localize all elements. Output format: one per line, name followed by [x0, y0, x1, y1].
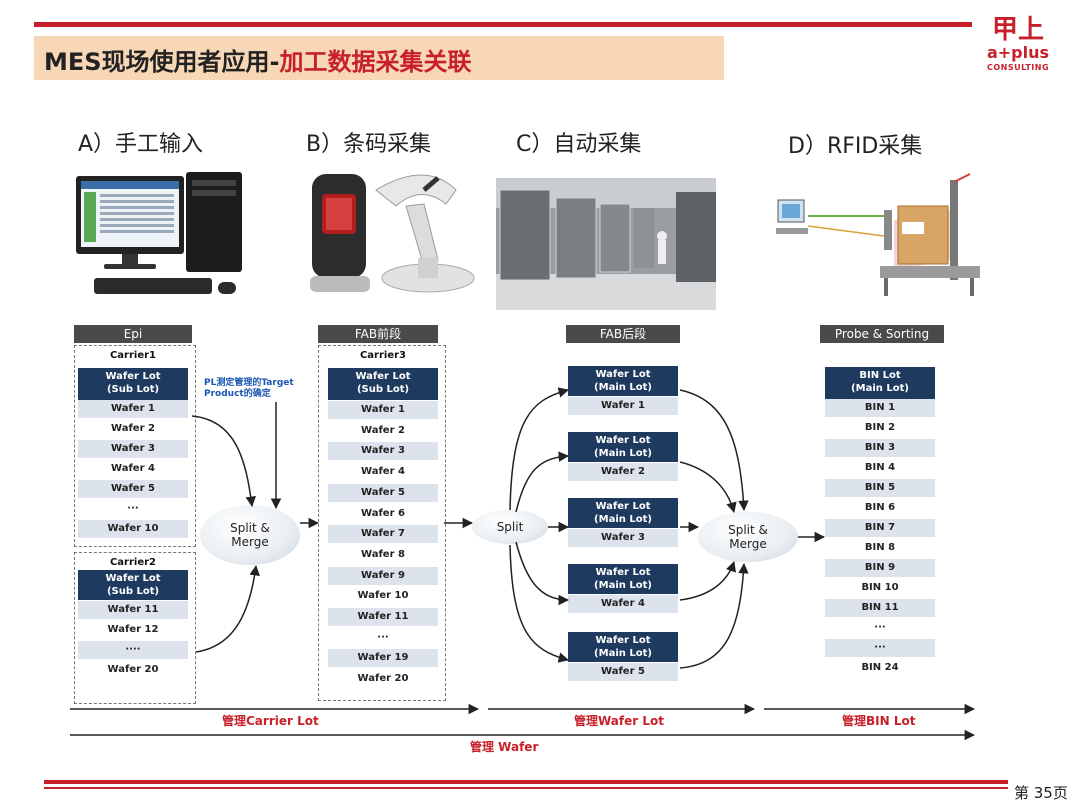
- arrow-carrier1-to-merge: [191, 415, 256, 508]
- main-lot-wafer-row: Wafer 5: [568, 663, 678, 681]
- category-barcode: B）条码采集: [306, 132, 432, 157]
- main-lot-header: Wafer Lot (Main Lot): [568, 632, 678, 662]
- split-merge-node-2: Split & Merge: [698, 512, 798, 562]
- carrier3-label: Carrier3: [359, 350, 407, 361]
- carrier1-wafer-row: Wafer 4: [111, 463, 155, 474]
- manage-bin-lot-label: 管理BIN Lot: [842, 714, 916, 728]
- carrier2-label: Carrier2: [109, 557, 157, 568]
- bin-row: BIN 9: [825, 559, 935, 577]
- manage-wafer-label: 管理 Wafer: [470, 740, 539, 754]
- main-lot-header: Wafer Lot (Main Lot): [568, 564, 678, 594]
- carrier3-wafer-row: Wafer 1: [328, 401, 438, 419]
- arrow-split-to-lot1: [509, 387, 570, 511]
- arrow-carrier2-to-merge: [195, 564, 260, 653]
- bin-row: BIN 5: [825, 479, 935, 497]
- arrow-lot1-to-merge: [679, 389, 749, 512]
- carrier2-lot: Wafer Lot (Sub Lot): [78, 570, 188, 600]
- main-lot-wafer-row: Wafer 1: [568, 397, 678, 415]
- carrier2-wafer-row: Wafer 20: [107, 664, 159, 675]
- carrier1-wafer-row: Wafer 10: [78, 520, 188, 538]
- section-header-fab-back: FAB后段: [566, 325, 680, 343]
- bin-row: BIN 3: [825, 439, 935, 457]
- page-number: 第 35页: [1014, 784, 1068, 802]
- carrier3-wafer-row: ···: [377, 631, 389, 643]
- page-title: MES现场使用者应用-加工数据采集关联: [44, 48, 472, 76]
- bottom-red-line: [44, 780, 1008, 784]
- arrow-lot4-to-merge: [679, 561, 736, 601]
- carrier3-wafer-row: Wafer 6: [361, 507, 405, 519]
- manage-carrier-lot-label: 管理Carrier Lot: [222, 714, 319, 728]
- bin-lot-header: BIN Lot (Main Lot): [825, 367, 935, 399]
- bin-row: ···: [825, 639, 935, 657]
- barcode-scanner-image: [310, 174, 475, 293]
- carrier2-wafer-row: Wafer 11: [78, 601, 188, 619]
- bin-row: BIN 7: [825, 519, 935, 537]
- bin-row: ···: [874, 622, 886, 633]
- carrier1-wafer-row: Wafer 5: [78, 480, 188, 498]
- carrier3-wafer-row: Wafer 19: [328, 649, 438, 668]
- carrier3-wafer-row: Wafer 11: [328, 608, 438, 626]
- bin-row: BIN 6: [864, 502, 896, 513]
- arrow-split-to-lot2: [515, 451, 570, 513]
- bin-row: BIN 10: [861, 582, 899, 593]
- carrier3-wafer-row: Wafer 20: [357, 673, 409, 685]
- carrier3-wafer-row: Wafer 10: [357, 590, 409, 602]
- bottom-red-line-2: [44, 787, 1008, 789]
- pl-target-note: PL测定管理的Target Product的确定: [204, 378, 294, 399]
- rfid-system-image: [776, 173, 980, 296]
- arrow-lot5-to-merge: [679, 562, 749, 669]
- section-header-probe: Probe & Sorting: [820, 325, 944, 343]
- carrier3-wafer-row: Wafer 3: [328, 442, 438, 461]
- category-auto: C）自动采集: [516, 132, 642, 157]
- carrier1-label: Carrier1: [109, 350, 157, 361]
- carrier2-wafer-row: ····: [78, 641, 188, 659]
- carrier3-wafer-row: Wafer 2: [361, 424, 405, 436]
- carrier3-wafer-row: Wafer 8: [361, 548, 405, 560]
- carrier3-wafer-row: Wafer 5: [328, 483, 438, 502]
- computer-image: [76, 172, 242, 294]
- bin-row: BIN 24: [861, 662, 899, 673]
- carrier1-lot: Wafer Lot (Sub Lot): [78, 368, 188, 400]
- bin-row: BIN 1: [825, 399, 935, 417]
- carrier3-wafer-row: Wafer 7: [328, 525, 438, 544]
- section-header-epi: Epi: [74, 325, 192, 343]
- category-manual: A）手工输入: [78, 132, 204, 157]
- arrow-lot2-to-merge: [679, 461, 737, 514]
- company-logo: 甲上 a+plus CONSULTING: [986, 15, 1050, 72]
- arrow-split-to-lot4: [515, 541, 570, 606]
- carrier2-wafer-row: Wafer 12: [107, 624, 159, 635]
- manage-wafer-lot-label: 管理Wafer Lot: [574, 714, 664, 728]
- carrier1-wafer-row: ···: [127, 503, 139, 514]
- arrow-split-to-lot5: [509, 544, 570, 663]
- main-lot-header: Wafer Lot (Main Lot): [568, 366, 678, 396]
- section-header-fab-front: FAB前段: [318, 325, 438, 343]
- carrier3-wafer-row: Wafer 9: [328, 566, 438, 585]
- main-lot-wafer-row: Wafer 2: [568, 463, 678, 481]
- carrier1-wafer-row: Wafer 1: [78, 400, 188, 418]
- category-rfid: D）RFID采集: [788, 134, 923, 159]
- main-lot-wafer-row: Wafer 3: [568, 529, 678, 547]
- bin-row: BIN 2: [864, 422, 896, 433]
- title-banner: MES现场使用者应用-加工数据采集关联: [34, 36, 724, 80]
- carrier3-wafer-row: Wafer 4: [361, 466, 405, 478]
- bin-row: BIN 8: [864, 542, 896, 553]
- carrier1-wafer-row: Wafer 2: [111, 423, 155, 434]
- bin-row: BIN 4: [864, 462, 896, 473]
- split-merge-node-1: Split & Merge: [200, 505, 300, 565]
- carrier3-lot: Wafer Lot (Sub Lot): [328, 368, 438, 400]
- main-lot-wafer-row: Wafer 4: [568, 595, 678, 613]
- split-node: Split: [472, 510, 548, 544]
- carrier1-wafer-row: Wafer 3: [78, 440, 188, 458]
- main-lot-header: Wafer Lot (Main Lot): [568, 498, 678, 528]
- bin-row: BIN 11: [825, 599, 935, 617]
- top-red-line: [34, 22, 972, 27]
- main-lot-header: Wafer Lot (Main Lot): [568, 432, 678, 462]
- fab-automation-image: [496, 178, 716, 310]
